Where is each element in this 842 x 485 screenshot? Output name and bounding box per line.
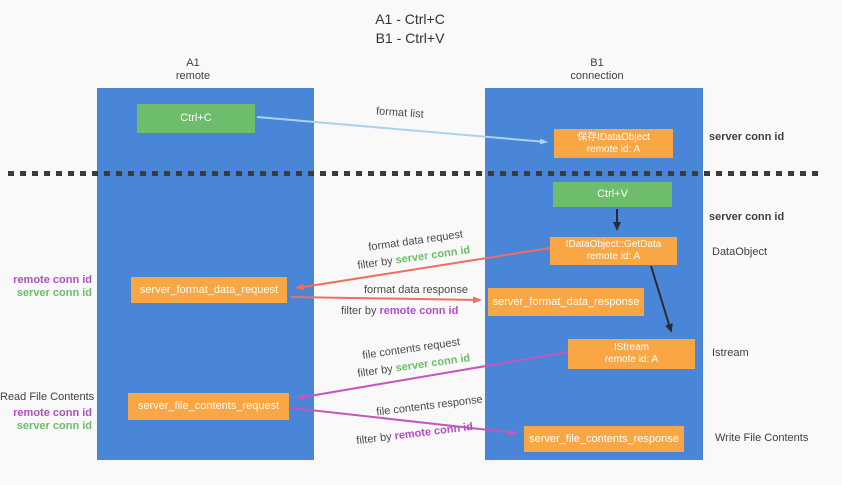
- getdata-box: IDataObject::GetData remote id: A: [550, 237, 677, 265]
- left-upper-conn-ids: remote conn id server conn id: [0, 274, 92, 300]
- filter-by-text: filter by: [356, 255, 394, 272]
- getdata-line1: IDataObject::GetData: [565, 239, 662, 250]
- save-dataobject-box: 保存IDataObject remote id: A: [554, 129, 673, 158]
- format-list-label: format list: [375, 105, 425, 121]
- left-lower-conn-ids: remote conn id server conn id: [0, 407, 92, 433]
- title-line-2: B1 - Ctrl+V: [375, 30, 445, 46]
- arrow-format-data-response: [290, 296, 482, 304]
- filter-by-text: filter by: [355, 430, 393, 448]
- istream-box: IStream remote id: A: [568, 339, 695, 369]
- getdata-line2: remote id: A: [586, 251, 641, 262]
- dotted-separator-line: [8, 171, 824, 176]
- remote-conn-id-label: remote conn id: [13, 407, 92, 419]
- istream-side-label: Istream: [712, 347, 749, 359]
- remote-conn-id-label: remote conn id: [13, 274, 92, 286]
- server-conn-id-label: server conn id: [16, 420, 92, 432]
- lifeline-b1-role: connection: [570, 70, 624, 82]
- server-file-contents-request-label: server_file_contents_request: [137, 400, 280, 412]
- save-dataobject-line2: remote id: A: [586, 143, 641, 155]
- dataobject-label: DataObject: [712, 246, 768, 258]
- diagram-title: A1 - Ctrl+C B1 - Ctrl+V: [300, 10, 520, 48]
- read-file-contents-label: Read File Contents: [0, 391, 95, 403]
- server-format-data-response-box: server_format_data_response: [488, 288, 644, 316]
- istream-line2: remote id: A: [604, 354, 659, 365]
- filter-by-text: filter by: [356, 363, 394, 380]
- save-dataobject-line1: 保存IDataObject: [577, 131, 650, 143]
- server-format-data-request-label: server_format_data_request: [139, 283, 279, 296]
- lifeline-a1-id: A1: [186, 57, 200, 69]
- remote-conn-id-text: remote conn id: [393, 420, 474, 443]
- server-conn-id-label-mid: server conn id: [709, 211, 785, 223]
- write-file-contents-label: Write File Contents: [715, 432, 809, 444]
- server-conn-id-label-top: server conn id: [709, 131, 785, 143]
- filter-by-text: filter by: [341, 305, 377, 317]
- server-format-data-response-label: server_format_data_response: [492, 295, 640, 308]
- server-format-data-request-box: server_format_data_request: [131, 277, 287, 303]
- file-contents-response-label: file contents response: [375, 393, 484, 419]
- format-data-response-label: format data response: [364, 284, 468, 296]
- ctrl-v-box: Ctrl+V: [553, 182, 672, 207]
- lifeline-header-b1: B1 connection: [537, 57, 657, 83]
- ctrl-c-label: Ctrl+C: [180, 112, 212, 124]
- ctrl-c-box: Ctrl+C: [137, 104, 255, 133]
- title-line-1: A1 - Ctrl+C: [375, 11, 445, 27]
- lifeline-header-a1: A1 remote: [133, 57, 253, 83]
- server-conn-id-label: server conn id: [16, 287, 92, 299]
- lifeline-a1-role: remote: [175, 70, 211, 82]
- remote-conn-id-text: remote conn id: [379, 305, 459, 317]
- ctrl-v-label: Ctrl+V: [597, 188, 628, 200]
- server-file-contents-response-box: server_file_contents_response: [524, 426, 684, 452]
- lifeline-b1-id: B1: [590, 57, 604, 69]
- istream-line1: IStream: [613, 342, 649, 353]
- server-file-contents-response-label: server_file_contents_response: [529, 432, 679, 445]
- server-file-contents-request-box: server_file_contents_request: [128, 393, 289, 420]
